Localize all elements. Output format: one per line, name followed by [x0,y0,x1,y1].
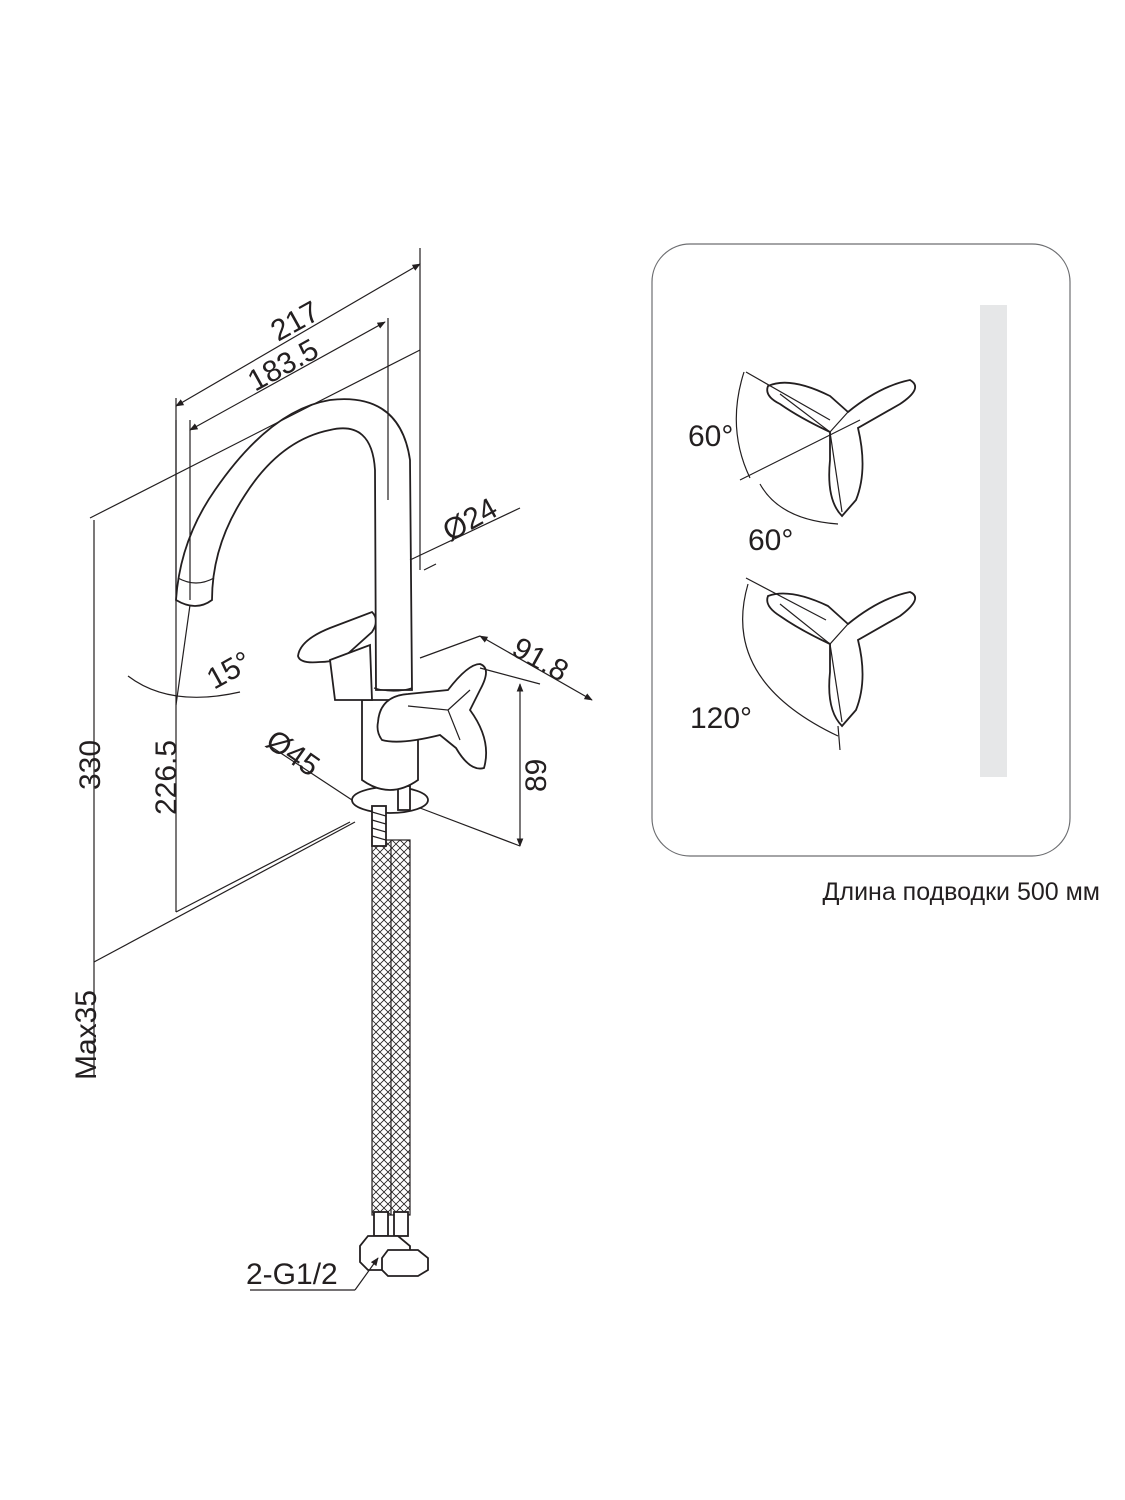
faucet-body [175,398,487,1277]
right-cross-handle [376,663,487,770]
dimension-lines [89,248,593,1291]
handle-diagram-bottom: 120° [690,577,917,751]
dim-total-height: 330 [74,740,107,790]
panel-side-bar [980,305,1007,777]
panel-frame [651,243,1071,857]
left-handle [297,610,377,664]
hose-length-caption: Длина подводки 500 мм [822,878,1100,906]
angle-bottom: 120° [690,702,752,735]
dim-spout-height: 226.5 [150,740,183,815]
dim-spout-diameter: Ø24 [437,492,503,548]
dim-handle-span: 91.8 [507,631,574,688]
dim-handle-height: 89 [520,759,553,792]
spout [175,398,413,691]
dim-connection: 2-G1/2 [246,1258,338,1291]
dim-spout-angle: 15° [201,645,257,696]
angle-top-2: 60° [748,524,793,557]
dim-max-countertop: Max35 [70,990,103,1080]
handle-rotation-panel: 60° 60° 120° [651,243,1071,857]
handle-diagram-top: 60° 60° [688,371,917,557]
dim-base-diameter: Ø45 [260,724,325,784]
angle-top-1: 60° [688,420,733,453]
